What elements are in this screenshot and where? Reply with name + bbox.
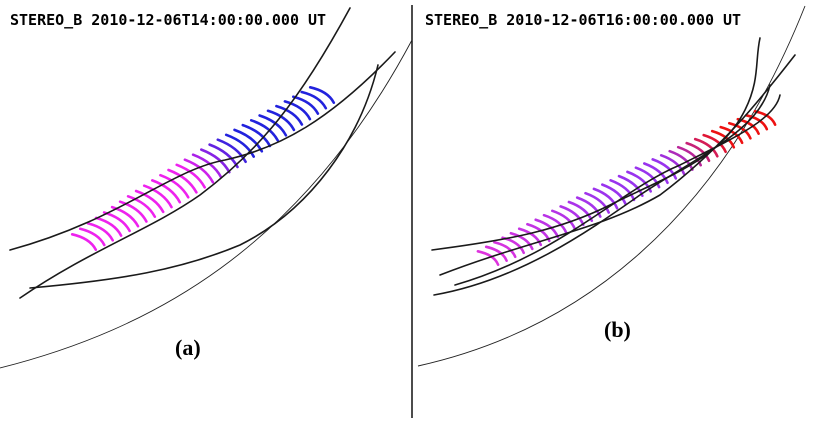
panel-b-strand	[609, 179, 636, 202]
panel-b-strand	[534, 218, 560, 239]
panel-a-field-line-3	[29, 64, 379, 289]
panel-a-solar-limb	[0, 39, 413, 369]
panel-a-strand	[126, 195, 157, 218]
panel-a-label: (a)	[175, 335, 201, 360]
panel-a-strand	[86, 222, 114, 242]
panel-b-strand	[575, 196, 602, 218]
panel-b-strand	[702, 133, 727, 154]
panel-a-strand	[159, 173, 190, 199]
panel-a-strand	[78, 227, 106, 247]
panel-b-strand	[651, 158, 678, 180]
panel-b-flux-rope-strands	[476, 110, 777, 266]
panel-b-strand	[484, 245, 508, 262]
panel-a-strand	[292, 95, 320, 115]
panel-a-strand	[94, 216, 123, 237]
panel-a-strand	[249, 119, 280, 142]
panel-a-title: STEREO_B 2010-12-06T14:00:00.000 UT	[10, 11, 326, 29]
panel-a-strand	[142, 184, 173, 209]
panel-b-strand	[685, 141, 711, 163]
panel-a-flux-rope-strands	[70, 86, 336, 251]
panel-b-strand	[601, 183, 627, 206]
panel-a-strand	[308, 86, 336, 104]
panel-a-strand	[118, 200, 148, 223]
panel-b-field-line-1	[431, 37, 761, 251]
panel-b-field-line-4	[454, 94, 781, 286]
panel-a-strand	[175, 163, 206, 189]
panel-b-strand	[542, 213, 568, 235]
panel-a-strand	[70, 233, 98, 251]
panel-b-strand	[584, 191, 610, 214]
panel-a-strand	[216, 138, 247, 164]
panel-a: STEREO_B 2010-12-06T14:00:00.000 UT (a)	[0, 7, 413, 369]
panel-a-strand	[134, 189, 165, 214]
panel-a-strand	[283, 100, 312, 121]
panel-a-strand	[300, 90, 328, 110]
panel-a-field-line-2	[19, 7, 351, 299]
panel-a-strand	[200, 148, 231, 174]
panel-b-title: STEREO_B 2010-12-06T16:00:00.000 UT	[425, 11, 741, 29]
panel-b-strand	[559, 205, 585, 227]
panel-a-strand	[183, 158, 215, 184]
panel-b: STEREO_B 2010-12-06T16:00:00.000 UT (b)	[417, 5, 806, 367]
panel-a-strand	[151, 179, 182, 204]
panel-b-solar-limb	[417, 5, 806, 367]
panel-b-strand	[493, 241, 517, 259]
panel-b-strand	[592, 187, 619, 210]
panel-b-strand	[676, 145, 702, 167]
panel-b-strand	[551, 209, 577, 231]
panel-a-strand	[167, 168, 198, 194]
panel-a-field-line-1	[9, 51, 396, 251]
panel-b-strand	[509, 231, 534, 251]
panel-a-strand	[241, 123, 272, 148]
panel-a-strand	[224, 133, 255, 158]
panel-b-field-line-2	[433, 84, 771, 296]
panel-a-strand	[266, 109, 296, 132]
panel-b-strand	[693, 137, 719, 158]
panel-b-strand	[634, 166, 661, 189]
panel-b-strand	[643, 162, 669, 185]
panel-b-label: (b)	[604, 317, 631, 342]
panel-b-strand	[517, 227, 543, 247]
panel-a-strand	[275, 104, 304, 126]
panel-b-strand	[659, 154, 686, 176]
panel-b-field-line-3	[439, 54, 796, 276]
panel-a-strand	[110, 205, 140, 228]
panel-b-strand	[668, 149, 694, 171]
panel-b-strand	[728, 121, 752, 140]
